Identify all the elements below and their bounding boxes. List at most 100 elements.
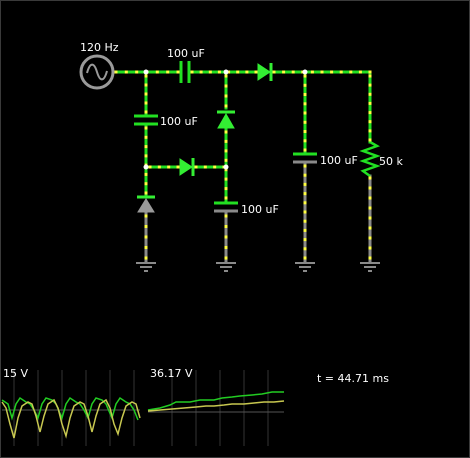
- current-dot: [144, 182, 148, 186]
- current-dot: [144, 235, 148, 239]
- current-dot: [282, 70, 286, 74]
- current-dot: [368, 186, 372, 190]
- current-dot: [213, 165, 217, 169]
- ground-icon: [216, 262, 236, 272]
- current-dot: [368, 176, 372, 180]
- current-dot: [224, 187, 228, 191]
- current-dot: [224, 235, 228, 239]
- current-dot: [224, 168, 228, 172]
- current-dot: [208, 70, 212, 74]
- current-dot: [303, 182, 307, 186]
- current-dot: [167, 165, 171, 169]
- current-dot: [144, 135, 148, 139]
- current-dot: [144, 214, 148, 218]
- current-dot: [303, 148, 307, 152]
- current-dot: [368, 92, 372, 96]
- current-dot: [303, 256, 307, 260]
- current-dot: [245, 70, 249, 74]
- current-dot: [303, 247, 307, 251]
- current-dot: [166, 70, 170, 74]
- resistor-label: 50 k: [379, 155, 403, 168]
- scope-panel-2[interactable]: [147, 370, 285, 446]
- current-dot: [144, 110, 148, 114]
- current-dot: [349, 70, 353, 74]
- current-dot: [144, 154, 148, 158]
- current-dot: [368, 246, 372, 250]
- current-dot: [224, 139, 228, 143]
- diode-left-lower[interactable]: [137, 195, 155, 213]
- current-dot: [368, 101, 372, 105]
- current-dot: [358, 70, 362, 74]
- ground-icon: [295, 262, 315, 272]
- current-dot: [303, 130, 307, 133]
- diode-mid-vertical[interactable]: [217, 110, 235, 129]
- capacitor-mid[interactable]: [214, 201, 238, 213]
- current-dot: [320, 70, 324, 74]
- current-dot: [368, 256, 372, 260]
- current-dot: [310, 70, 314, 74]
- current-dot: [199, 70, 203, 74]
- current-dot: [148, 165, 152, 169]
- current-dot: [303, 102, 307, 106]
- capacitor-output[interactable]: [293, 152, 317, 164]
- current-dot: [368, 74, 372, 78]
- current-dot: [224, 130, 228, 134]
- current-dot: [368, 206, 372, 210]
- current-dot: [144, 172, 148, 176]
- current-dot: [224, 196, 228, 200]
- current-dot: [339, 70, 343, 74]
- current-dot: [144, 256, 148, 260]
- current-dot: [224, 246, 228, 249]
- current-dot: [368, 111, 372, 115]
- current-dot: [144, 92, 148, 96]
- resistor[interactable]: [359, 140, 381, 178]
- current-dot: [303, 93, 307, 96]
- current-dot: [303, 139, 307, 143]
- capacitor-top-label: 100 uF: [167, 47, 205, 60]
- current-dot: [144, 246, 148, 249]
- ac-source-icon[interactable]: [79, 54, 116, 90]
- current-dot: [155, 70, 159, 74]
- current-dot: [217, 70, 221, 74]
- current-dot: [368, 236, 372, 240]
- current-dot: [291, 70, 295, 74]
- current-dot: [368, 83, 372, 87]
- diode-mid-horizontal[interactable]: [179, 158, 195, 176]
- current-dot: [368, 70, 372, 74]
- current-dot: [303, 238, 307, 242]
- current-dot: [303, 173, 307, 177]
- current-dot: [157, 165, 161, 169]
- current-dot: [135, 70, 139, 74]
- current-dot: [124, 70, 128, 74]
- current-dot: [176, 165, 180, 169]
- current-dot: [303, 120, 307, 124]
- current-dot: [144, 191, 148, 195]
- current-dot: [224, 177, 228, 181]
- capacitor-output-label: 100 uF: [320, 154, 358, 167]
- current-dot: [114, 70, 118, 74]
- scope2-trace-yellow: [147, 400, 285, 412]
- capacitor-left-label: 100 uF: [160, 115, 198, 128]
- capacitor-left[interactable]: [134, 114, 158, 126]
- current-dot: [303, 83, 307, 87]
- current-dot: [224, 74, 228, 78]
- capacitor-top[interactable]: [179, 61, 191, 83]
- current-dot: [224, 256, 228, 260]
- ground-icons: [136, 262, 380, 272]
- current-dot: [144, 101, 148, 105]
- current-dot: [303, 219, 307, 223]
- ground-icon: [360, 262, 380, 272]
- current-dot: [368, 196, 372, 200]
- diode-top[interactable]: [257, 63, 273, 81]
- scope2-trace-green: [147, 391, 284, 411]
- current-dot: [224, 94, 228, 98]
- current-dot: [303, 210, 307, 214]
- current-dot: [330, 70, 334, 74]
- current-dot: [224, 225, 228, 228]
- current-dot: [144, 126, 148, 130]
- scope-panel-1[interactable]: [1, 370, 141, 446]
- ground-icon: [136, 262, 156, 272]
- current-dot: [368, 129, 372, 133]
- current-dot: [190, 70, 194, 74]
